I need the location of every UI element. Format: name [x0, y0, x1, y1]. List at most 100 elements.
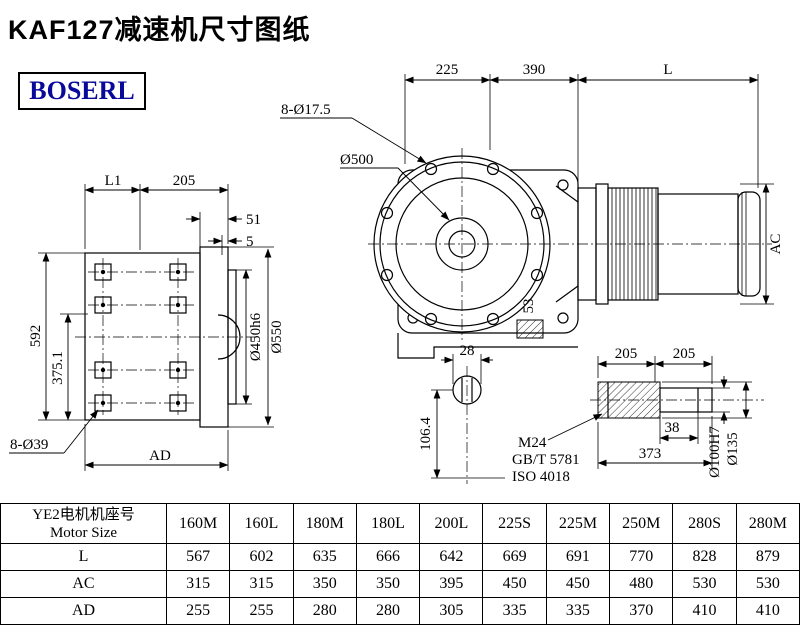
dim-label-d135: Ø135 — [725, 432, 741, 465]
table-row-L: L 567 602 635 666 642 669 691 770 828 87… — [0, 543, 800, 571]
dim-label-AC: AC — [768, 234, 784, 255]
table-cell: 635 — [292, 543, 357, 571]
mount-bolt-squares — [94, 263, 187, 412]
dim-label-d450h6: Ø450h6 — [248, 312, 264, 361]
row-label: AC — [0, 570, 167, 598]
table-cell: 280 — [355, 597, 421, 625]
table-cell: 410 — [735, 597, 800, 625]
table-cell: 602 — [229, 543, 294, 571]
dim51-extensions — [199, 212, 223, 255]
section-hatch — [516, 319, 544, 339]
table-cell: 255 — [165, 597, 231, 625]
table-cell: 395 — [419, 570, 484, 598]
table-cell: 305 — [419, 597, 484, 625]
bore-arc — [217, 314, 241, 360]
dim-label-225: 225 — [436, 62, 459, 78]
dim-label-38: 38 — [665, 420, 680, 436]
table-cell: 450 — [482, 570, 547, 598]
callout-d500: Ø500 — [340, 152, 373, 168]
table-cell: 666 — [355, 543, 421, 571]
table-corner-cell: YE2电机机座号 Motor Size — [0, 503, 167, 544]
table-col-header: 280M — [735, 503, 800, 544]
table-cell: 770 — [609, 543, 674, 571]
input-shaft-key-lines — [461, 378, 473, 402]
callout-8-d17-5: 8-Ø17.5 — [281, 102, 331, 118]
side-top-extensions — [84, 184, 229, 250]
table-cell: 530 — [735, 570, 800, 598]
input-shaft-section: 28 106.4 — [418, 343, 505, 484]
table-col-header: 180M — [292, 503, 357, 544]
dim-label-L1: L1 — [105, 173, 122, 189]
callout-8-d39: 8-Ø39 — [10, 437, 48, 453]
table-header-cn: YE2电机机座号 — [32, 506, 135, 523]
row-label: L — [0, 543, 167, 571]
dim-label-L: L — [663, 62, 672, 78]
side-view: L1 205 51 5 592 375.1 8-Ø39 AD Ø450h6 Ø5… — [9, 173, 285, 471]
table-row-AC: AC 315 315 350 350 395 450 450 480 530 5… — [0, 570, 800, 598]
fan-cowl-lines — [741, 192, 747, 296]
table-cell: 669 — [482, 543, 547, 571]
table-header-row: YE2电机机座号 Motor Size 160M 160L 180M 180L … — [0, 503, 800, 544]
dim-label-592: 592 — [28, 325, 44, 348]
table-cell: 350 — [355, 570, 421, 598]
motor-size-table: YE2电机机座号 Motor Size 160M 160L 180M 180L … — [0, 503, 800, 625]
table-cell: 315 — [165, 570, 231, 598]
dim-label-205a: 205 — [615, 346, 638, 362]
table-col-header: 225M — [545, 503, 611, 544]
dim-label-205b: 205 — [673, 346, 696, 362]
table-col-header: 250M — [609, 503, 674, 544]
top-extension-lines — [404, 74, 759, 188]
output-shaft-detail: 205 205 38 373 M24 GB/T 5781 ISO 4018 Ø1… — [512, 346, 764, 485]
dim-label-AD: AD — [149, 448, 171, 464]
table-cell: 350 — [292, 570, 357, 598]
table-col-header: 225S — [482, 503, 547, 544]
table-col-header: 200L — [419, 503, 484, 544]
dim-label-373: 373 — [639, 446, 662, 462]
table-cell: 450 — [545, 570, 611, 598]
table-cell: 335 — [545, 597, 611, 625]
table-cell: 828 — [672, 543, 737, 571]
table-col-header: 280S — [672, 503, 737, 544]
table-cell: 480 — [609, 570, 674, 598]
housing-foot — [397, 333, 578, 359]
dim-label-28: 28 — [460, 343, 475, 359]
shaft-bottom-extensions — [597, 412, 713, 469]
table-cell: 315 — [229, 570, 294, 598]
technical-drawing: 225 390 L 8-Ø17.5 Ø500 AC 53 — [9, 62, 784, 485]
table-cell: 530 — [672, 570, 737, 598]
height-extensions — [38, 252, 88, 421]
label-iso-4018: ISO 4018 — [512, 469, 570, 485]
table-col-header: 160M — [165, 503, 231, 544]
flange-bolt-holes — [380, 162, 544, 326]
dim-label-375-1: 375.1 — [50, 351, 66, 385]
dim-label-d550: Ø550 — [269, 320, 285, 353]
table-cell: 370 — [609, 597, 674, 625]
table-cell: 280 — [292, 597, 357, 625]
table-header-en: Motor Size — [49, 524, 118, 541]
side-centerlines — [75, 258, 256, 415]
dim-label-106-4: 106.4 — [418, 417, 434, 451]
outer-dia-extensions — [662, 381, 752, 419]
dim-label-53: 53 — [521, 299, 537, 314]
table-cell: 335 — [482, 597, 547, 625]
front-view: 225 390 L 8-Ø17.5 Ø500 AC 53 — [280, 62, 784, 359]
table-row-AD: AD 255 255 280 280 305 335 335 370 410 4… — [0, 597, 800, 625]
bell-cone-lines — [555, 185, 579, 303]
dim-label-205: 205 — [173, 173, 196, 189]
row-label: AD — [0, 597, 167, 625]
table-col-header: 160L — [229, 503, 294, 544]
table-cell: 879 — [735, 543, 800, 571]
front-centerlines — [368, 148, 772, 340]
table-col-header: 180L — [355, 503, 421, 544]
table-cell: 691 — [545, 543, 611, 571]
dim-label-51: 51 — [246, 212, 261, 228]
page-title: KAF127减速机尺寸图纸 — [8, 15, 311, 45]
dim-label-5: 5 — [246, 234, 254, 250]
dim106-extensions — [431, 389, 505, 479]
table-cell: 642 — [419, 543, 484, 571]
dim-label-d100H7: Ø100H7 — [707, 426, 723, 478]
label-gbt-5781: GB/T 5781 — [512, 452, 580, 468]
dim-label-390: 390 — [523, 62, 546, 78]
table-cell: 567 — [165, 543, 231, 571]
table-cell: 410 — [672, 597, 737, 625]
